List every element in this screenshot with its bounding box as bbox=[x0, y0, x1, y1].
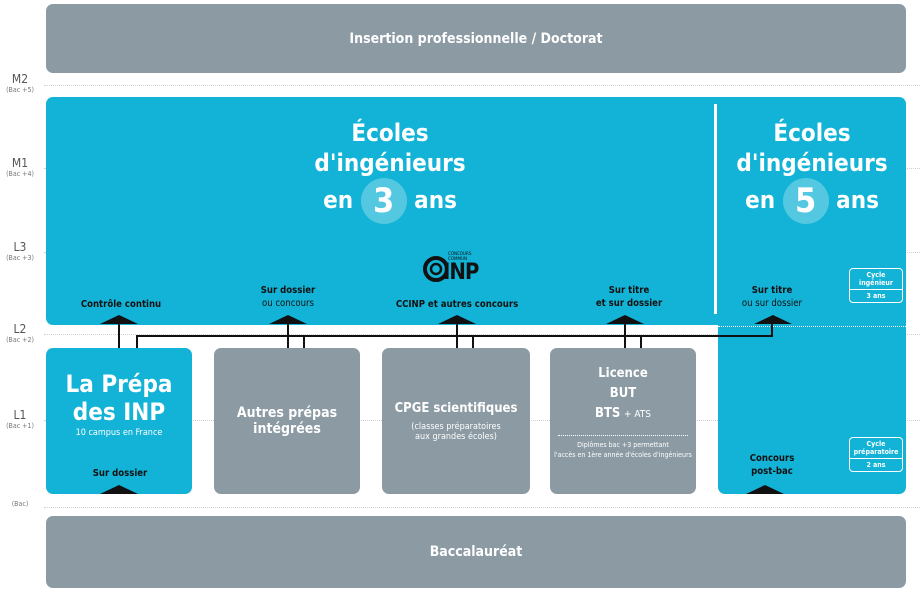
arrow-concours-postbac bbox=[746, 485, 784, 494]
connector-cpge bbox=[456, 324, 458, 348]
level-m2: M2(Bac +5) bbox=[6, 72, 34, 94]
cpge-card: CPGE scientifiques (classes préparatoire… bbox=[382, 348, 530, 494]
arrow-dossier bbox=[269, 315, 307, 324]
label-prepa-sur-dossier: Sur dossier bbox=[92, 468, 148, 479]
prepa-inp-card: La Prépa des INP 10 campus en France bbox=[46, 348, 192, 494]
level-l2: L2(Bac +2) bbox=[6, 322, 34, 344]
insertion-doctorat-bar: Insertion professionnelle / Doctorat bbox=[46, 4, 906, 73]
connector-5ans bbox=[771, 324, 773, 337]
ecoles-3-ans-title: Écoles d'ingénieurs en 3 ans bbox=[290, 118, 490, 224]
arrow-titre bbox=[606, 315, 644, 324]
arrow-prepa-access bbox=[100, 485, 138, 494]
ecoles-ingenieurs-block bbox=[46, 97, 906, 325]
baccalaureat-bar: Baccalauréat bbox=[46, 516, 906, 588]
divider-line bbox=[714, 104, 717, 314]
connector-cpge-2 bbox=[472, 335, 474, 348]
level-l1: L1(Bac +1) bbox=[6, 408, 34, 430]
arrow-ccinp bbox=[438, 315, 476, 324]
connector-main bbox=[136, 335, 772, 337]
cycle-preparatoire-column bbox=[718, 320, 906, 494]
ecoles-5-ans-title: Écoles d'ingénieurs en 5 ans bbox=[722, 118, 902, 224]
connector-prepa bbox=[118, 324, 120, 348]
connector-autres bbox=[287, 324, 289, 348]
level-bac: (Bac) bbox=[11, 500, 29, 508]
years-3-badge: 3 bbox=[360, 178, 407, 224]
level-l3: L3(Bac +3) bbox=[6, 240, 34, 262]
connector-prepa-2 bbox=[136, 335, 138, 348]
years-5-badge: 5 bbox=[782, 178, 829, 224]
licence-card: Licence BUT BTS + ATS Diplômes bac +3 pe… bbox=[550, 348, 696, 494]
connector-licence bbox=[624, 324, 626, 348]
label-ccinp: CCINP et autres concours bbox=[395, 299, 519, 310]
level-m1: M1(Bac +4) bbox=[6, 156, 34, 178]
arrow-titre5 bbox=[754, 315, 792, 324]
cycle-separator bbox=[718, 326, 906, 327]
connector-licence-2 bbox=[640, 335, 642, 348]
connector-autres-2 bbox=[303, 335, 305, 348]
label-controle-continu: Contrôle continu bbox=[80, 299, 162, 310]
arrow-controle bbox=[100, 315, 138, 324]
